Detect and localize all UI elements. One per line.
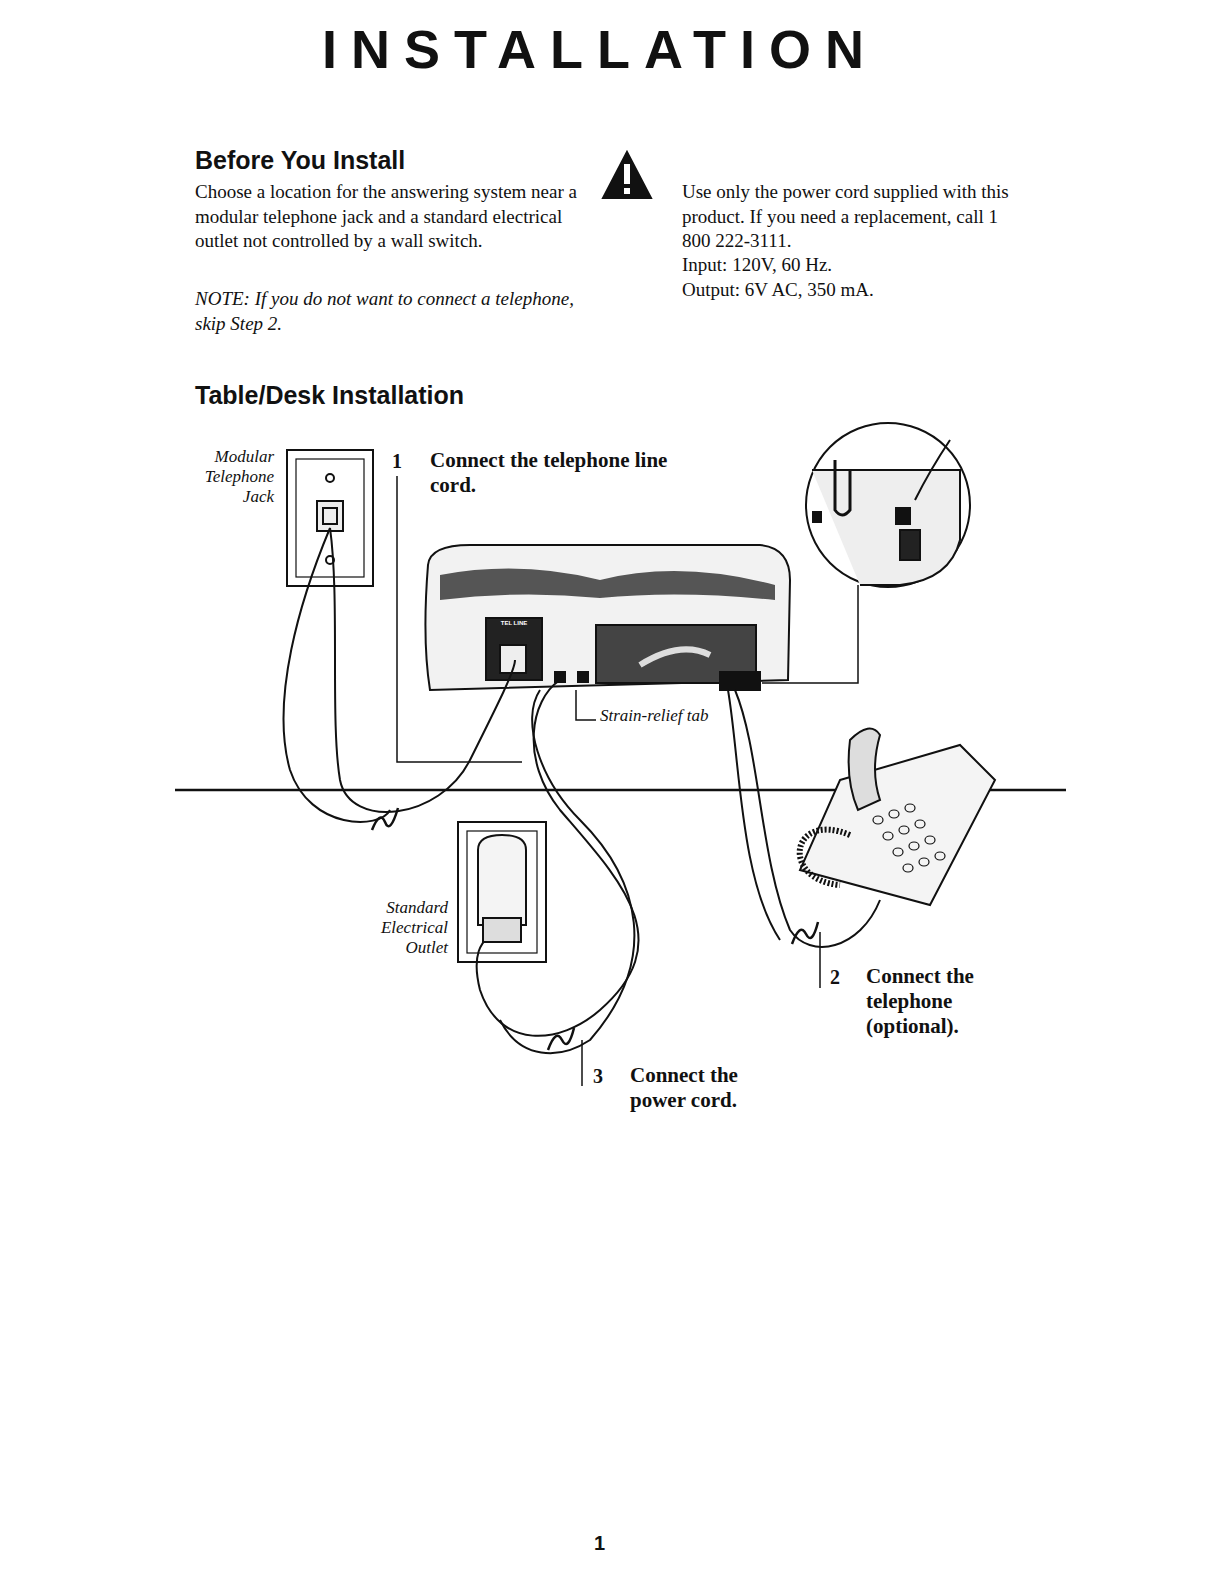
callout-number: 2	[830, 966, 840, 989]
callout-number: 3	[593, 1065, 603, 1088]
section-heading: Before You Install	[195, 146, 405, 175]
telephone-jack	[287, 450, 373, 586]
body-text: Choose a location for the answering syst…	[195, 180, 585, 254]
step-text: Connect the power cord.	[630, 1063, 770, 1113]
note-text: NOTE: If you do not want to connect a te…	[195, 287, 575, 336]
part-name: Strain-relief tab	[600, 706, 710, 726]
jack-label: TEL LINE	[488, 620, 540, 626]
warning-text: Use only the power cord supplied with th…	[682, 180, 1012, 254]
power-cord	[477, 680, 639, 1036]
warning-symbol	[603, 152, 651, 198]
line-cord	[330, 528, 515, 812]
line-cord	[284, 528, 390, 822]
leader-line	[397, 476, 858, 1086]
part-name: Modular Telephone Jack	[170, 447, 274, 507]
part-name: Standard Electrical Outlet	[350, 898, 448, 958]
spec-text: Output: 6V AC, 350 mA.	[682, 279, 874, 301]
electrical-outlet	[458, 822, 546, 962]
page-title: INSTALLATION	[250, 18, 950, 80]
answering-system	[425, 545, 790, 690]
spec-text: Input: 120V, 60 Hz.	[682, 254, 832, 276]
step-text: Connect the telephone line cord.	[430, 448, 675, 498]
callout-number: 1	[392, 450, 402, 473]
telephone	[800, 729, 995, 905]
step-text: Connect the telephone (optional).	[866, 964, 1006, 1039]
strain-relief-detail	[806, 423, 970, 587]
page-number: 1	[594, 1532, 605, 1555]
section-heading: Table/Desk Installation	[195, 381, 464, 410]
